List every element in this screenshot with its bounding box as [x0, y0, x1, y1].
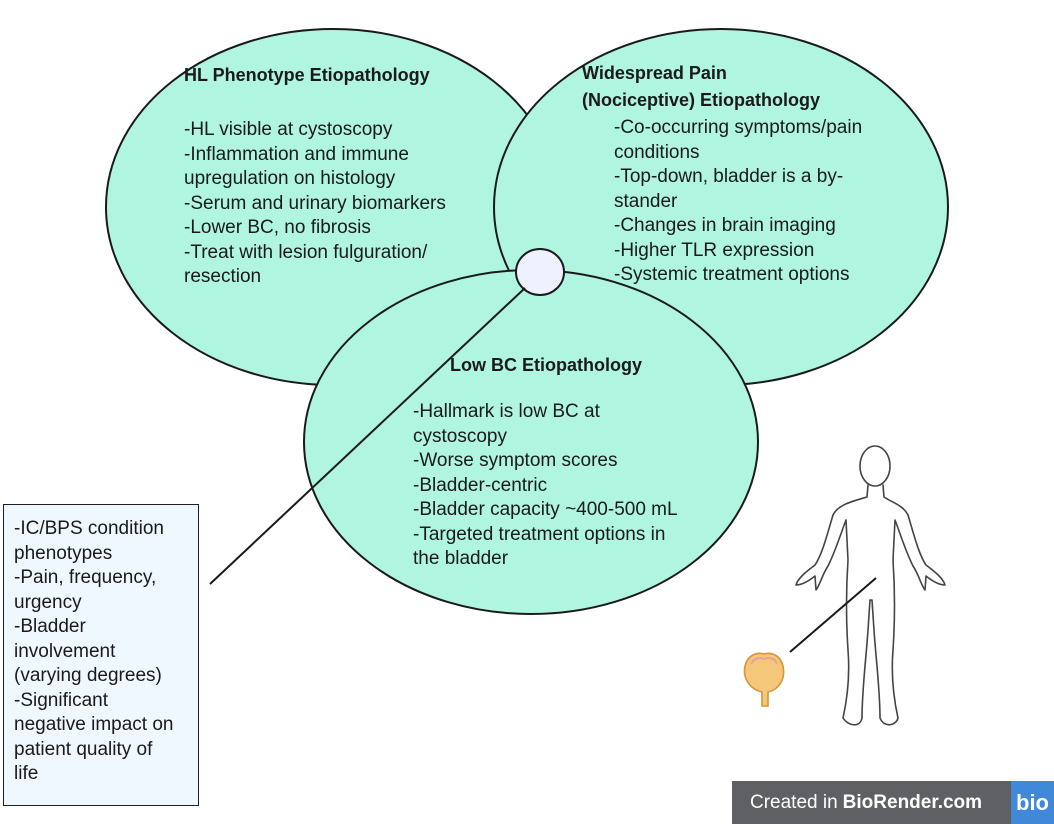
bladder-pointer-line: [789, 577, 877, 653]
badge-brand: BioRender.com: [842, 791, 983, 813]
list-line: -Significant: [14, 689, 108, 711]
low-bc-title: Low BC Etiopathology: [450, 355, 642, 375]
list-line: -Bladder capacity ~400-500 mL: [413, 499, 678, 520]
widespread-pain-title: Widespread Pain (Nociceptive) Etiopathol…: [582, 60, 862, 114]
list-line: -HL visible at cystoscopy: [184, 119, 393, 140]
list-line: -Bladder: [14, 616, 86, 637]
list-line: -Systemic treatment options: [614, 264, 850, 285]
callout-connector-line: [209, 287, 526, 585]
list-line: -Treat with lesion fulguration/: [184, 241, 428, 263]
list-line: conditions: [614, 141, 700, 163]
list-line: -Bladder-centric: [413, 474, 548, 496]
list-line: resection: [184, 266, 262, 287]
list-line: -Top-down, bladder is a by-: [614, 166, 844, 187]
human-body-outline-icon: [795, 445, 946, 726]
bladder-icon: [743, 652, 785, 707]
title-line: Widespread Pain: [582, 63, 727, 83]
center-intersection-marker: [515, 248, 565, 296]
list-line: -Higher TLR expression: [614, 239, 815, 261]
list-line: -Hallmark is low BC at: [413, 401, 600, 422]
callout-list: -IC/BPS condition phenotypes -Pain, freq…: [14, 517, 198, 787]
ic-bps-callout-box: -IC/BPS condition phenotypes -Pain, freq…: [3, 504, 199, 806]
list-line: cystoscopy: [413, 425, 507, 447]
list-line: patient quality of: [14, 738, 153, 760]
list-line: the bladder: [413, 548, 509, 569]
list-line: negative impact on: [14, 714, 174, 735]
biorender-badge[interactable]: Created in BioRender.com bio: [732, 781, 1054, 824]
list-line: urgency: [14, 591, 82, 613]
list-line: upregulation on histology: [184, 168, 396, 189]
biorender-logo-icon: bio: [1011, 781, 1054, 824]
list-line: -Inflammation and immune: [184, 143, 409, 165]
widespread-pain-list: -Co-occurring symptoms/pain conditions -…: [614, 116, 862, 288]
widespread-pain-text: Widespread Pain (Nociceptive) Etiopathol…: [582, 60, 862, 288]
list-line: -Worse symptom scores: [413, 450, 618, 471]
list-line: involvement: [14, 640, 116, 662]
low-bc-list: -Hallmark is low BC at cystoscopy -Worse…: [413, 400, 678, 572]
list-line: -Targeted treatment options in: [413, 523, 666, 545]
list-line: -IC/BPS condition: [14, 518, 164, 539]
list-line: -Co-occurring symptoms/pain: [614, 117, 863, 138]
hl-phenotype-text: HL Phenotype Etiopathology -HL visible a…: [184, 62, 446, 290]
list-line: -Serum and urinary biomarkers: [184, 192, 446, 214]
hl-phenotype-title: HL Phenotype Etiopathology: [184, 65, 430, 85]
list-line: life: [14, 763, 39, 784]
list-line: -Lower BC, no fibrosis: [184, 217, 371, 238]
low-bc-text: Low BC Etiopathology -Hallmark is low BC…: [413, 352, 678, 572]
list-line: stander: [614, 190, 678, 212]
list-line: -Pain, frequency,: [14, 567, 157, 588]
title-line: (Nociceptive) Etiopathology: [582, 90, 821, 110]
list-line: -Changes in brain imaging: [614, 215, 836, 236]
hl-phenotype-list: -HL visible at cystoscopy -Inflammation …: [184, 118, 446, 290]
badge-prefix: Created in: [750, 791, 838, 813]
list-line: (varying degrees): [14, 665, 162, 686]
list-line: phenotypes: [14, 542, 113, 564]
